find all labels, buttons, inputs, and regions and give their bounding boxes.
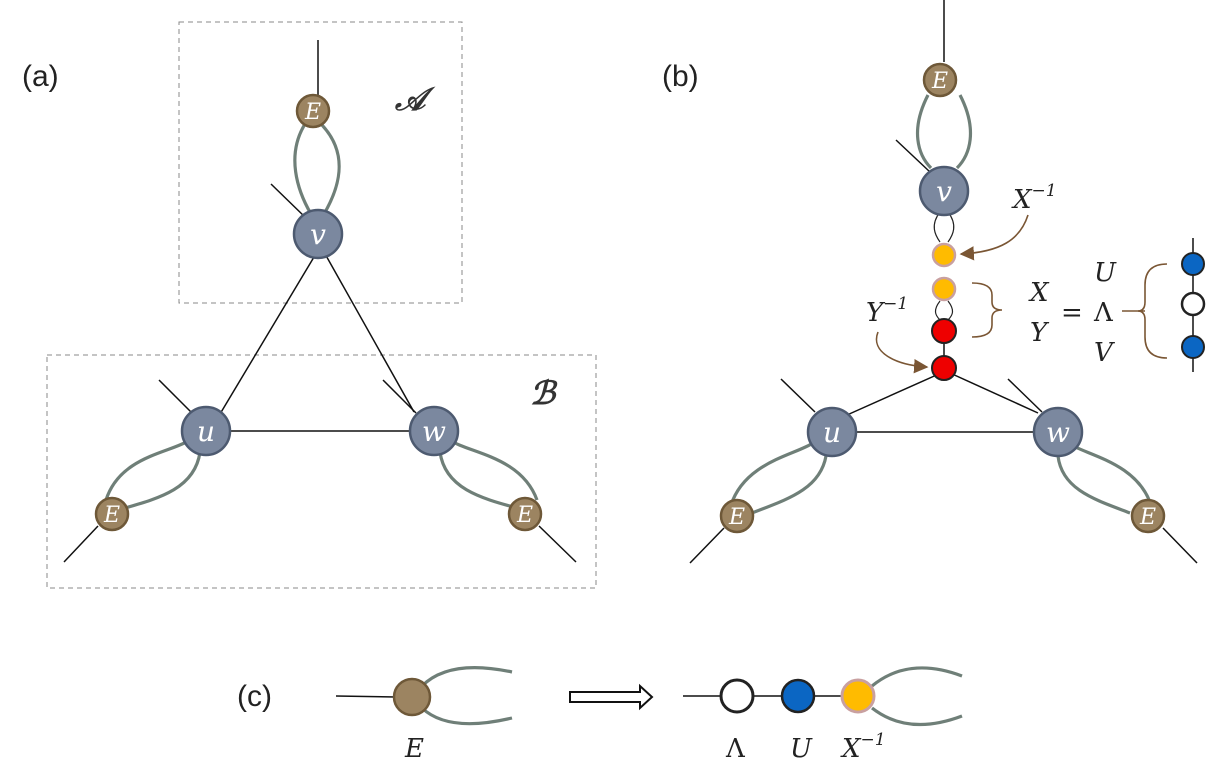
node-e-a-left-label: E [103, 503, 120, 528]
node-v-b: v [918, 165, 970, 217]
implies-arrow-icon [569, 683, 654, 711]
y-inverse-node [931, 355, 957, 381]
c-e-label: E [404, 734, 424, 764]
svd-brace [1137, 263, 1168, 359]
panel-a-env-bonds [104, 122, 539, 510]
x-label: X [1028, 278, 1050, 308]
node-e-a-top: E [295, 93, 331, 129]
set-b-label: ℬ [530, 374, 558, 412]
region-a-box [178, 21, 463, 304]
c-left-bond [335, 695, 397, 698]
c-lambda-node [719, 678, 755, 714]
y-node [931, 318, 957, 344]
node-e-a-top-label: E [304, 100, 321, 125]
panel-c-label: (c) [237, 680, 272, 713]
node-v-a: v [292, 208, 344, 260]
node-e-b-left: E [719, 498, 755, 534]
c-right-lower-bond [871, 706, 963, 727]
node-v-b-label: v [936, 175, 952, 208]
region-b-box [46, 354, 597, 589]
panel-a-label: (a) [22, 60, 59, 93]
v-label: V [1094, 338, 1115, 368]
node-e-b-right: E [1130, 498, 1166, 534]
c-right-upper-bond [870, 666, 963, 688]
y-inverse-arrow [875, 331, 929, 374]
svd-v-node [1181, 335, 1205, 359]
panel-b-label: (b) [662, 60, 699, 93]
lambda-label: Λ [1093, 298, 1114, 328]
c-u-label: U [790, 734, 813, 764]
node-u-a-label: u [197, 415, 215, 448]
c-lambda-label: Λ [725, 734, 746, 764]
c-xinv-label: X−1 [840, 730, 886, 764]
node-u-b-label: u [823, 416, 841, 449]
set-a-label: 𝒜 [394, 80, 436, 118]
y-inverse-label: Y−1 [866, 294, 908, 328]
x-node [931, 276, 957, 302]
x-inverse-arrow [959, 214, 1029, 261]
u-label: U [1094, 258, 1117, 288]
x-inverse-node [931, 242, 957, 268]
node-w-b-label: w [1046, 416, 1070, 449]
node-e-b-right-label: E [1139, 505, 1156, 530]
xy-brace [971, 282, 1003, 338]
node-w-a: w [408, 405, 460, 457]
panel-a-bonds [63, 40, 577, 563]
node-e-b-left-label: E [728, 505, 745, 530]
node-e-a-left: E [94, 496, 130, 532]
c-left-upper-bond [420, 666, 513, 688]
svd-lambda-node [1180, 291, 1206, 317]
node-v-a-label: v [310, 218, 326, 251]
node-e-a-right: E [507, 496, 543, 532]
panel-b-bonds [689, 0, 1198, 564]
node-e-b-top-label: E [931, 69, 948, 94]
y-label: Y [1030, 318, 1050, 348]
node-u-a: u [180, 405, 232, 457]
node-w-a-label: w [422, 415, 446, 448]
node-e-b-top: E [922, 62, 958, 98]
c-left-lower-bond [420, 706, 513, 726]
c-u-node [780, 678, 816, 714]
svd-u-node [1181, 252, 1205, 276]
panel-b-env-bonds [729, 94, 1153, 515]
node-u-b: u [806, 406, 858, 458]
c-xinv-node [840, 678, 876, 714]
node-e-a-right-label: E [516, 503, 533, 528]
c-e-node [392, 677, 432, 717]
x-inverse-label: X−1 [1011, 181, 1057, 215]
node-w-b: w [1032, 406, 1084, 458]
equals-sign: = [1061, 298, 1083, 328]
